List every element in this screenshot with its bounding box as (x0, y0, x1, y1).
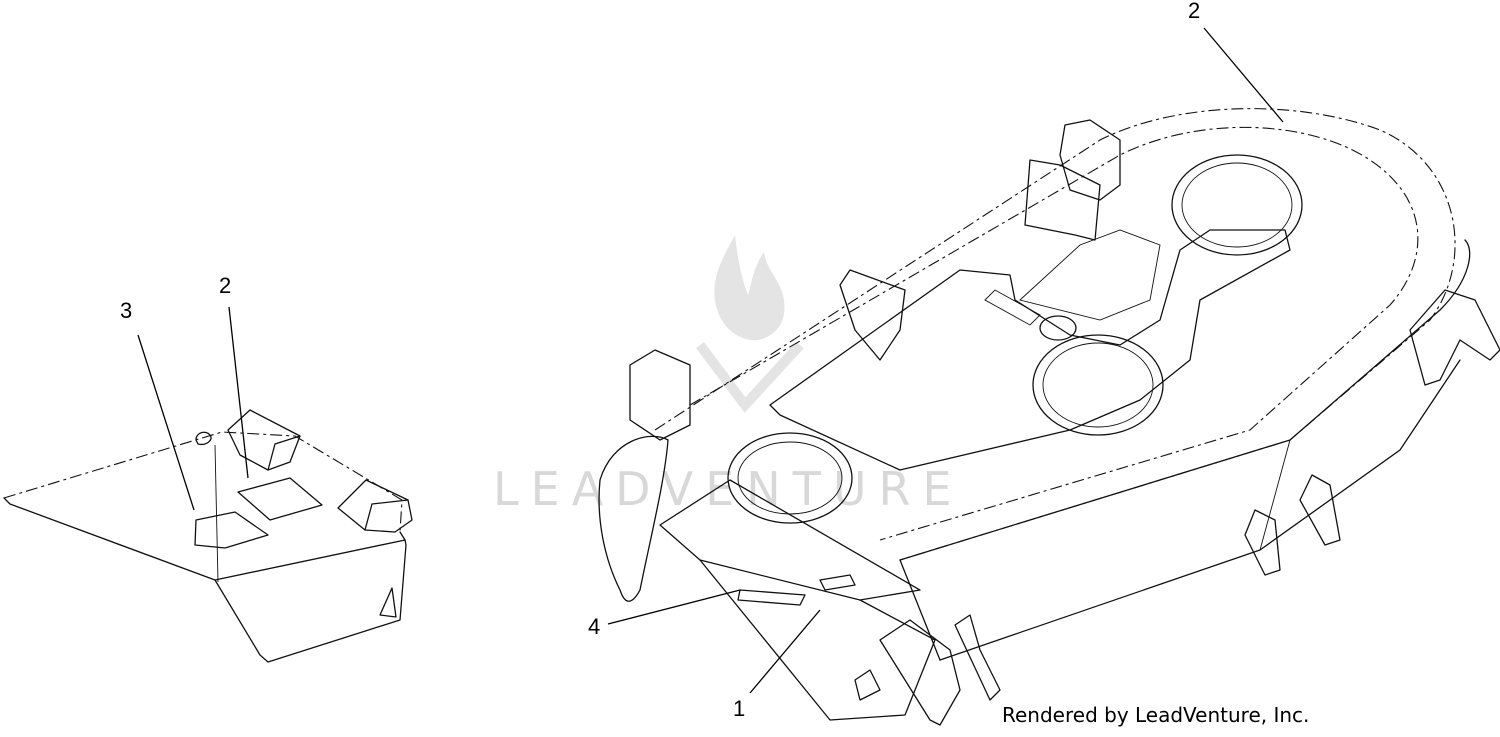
callout-4: 4 (588, 614, 600, 639)
callout-1: 1 (733, 696, 745, 721)
leader-line-2-left (228, 306, 249, 479)
flame-logo-icon (714, 235, 785, 341)
watermark-chevron (696, 341, 804, 413)
leader-lines (137, 27, 1284, 694)
mower-deck-assembly (598, 108, 1500, 726)
callout-3-left: 3 (120, 298, 132, 323)
callout-2-right: 2 (1188, 0, 1200, 23)
leader-line-4 (607, 589, 741, 625)
left-cover-assembly (3, 409, 413, 663)
callouts: 3 2 2 4 1 (120, 0, 1200, 721)
watermark: LEADVENTURE (493, 235, 964, 516)
leader-line-2-right (1203, 27, 1284, 123)
leader-line-3-left (137, 334, 195, 511)
credit-text: Rendered by LeadVenture, Inc. (1002, 703, 1310, 727)
watermark-text: LEADVENTURE (493, 462, 964, 516)
callout-2-left: 2 (219, 273, 231, 298)
leader-line-1 (749, 609, 821, 694)
